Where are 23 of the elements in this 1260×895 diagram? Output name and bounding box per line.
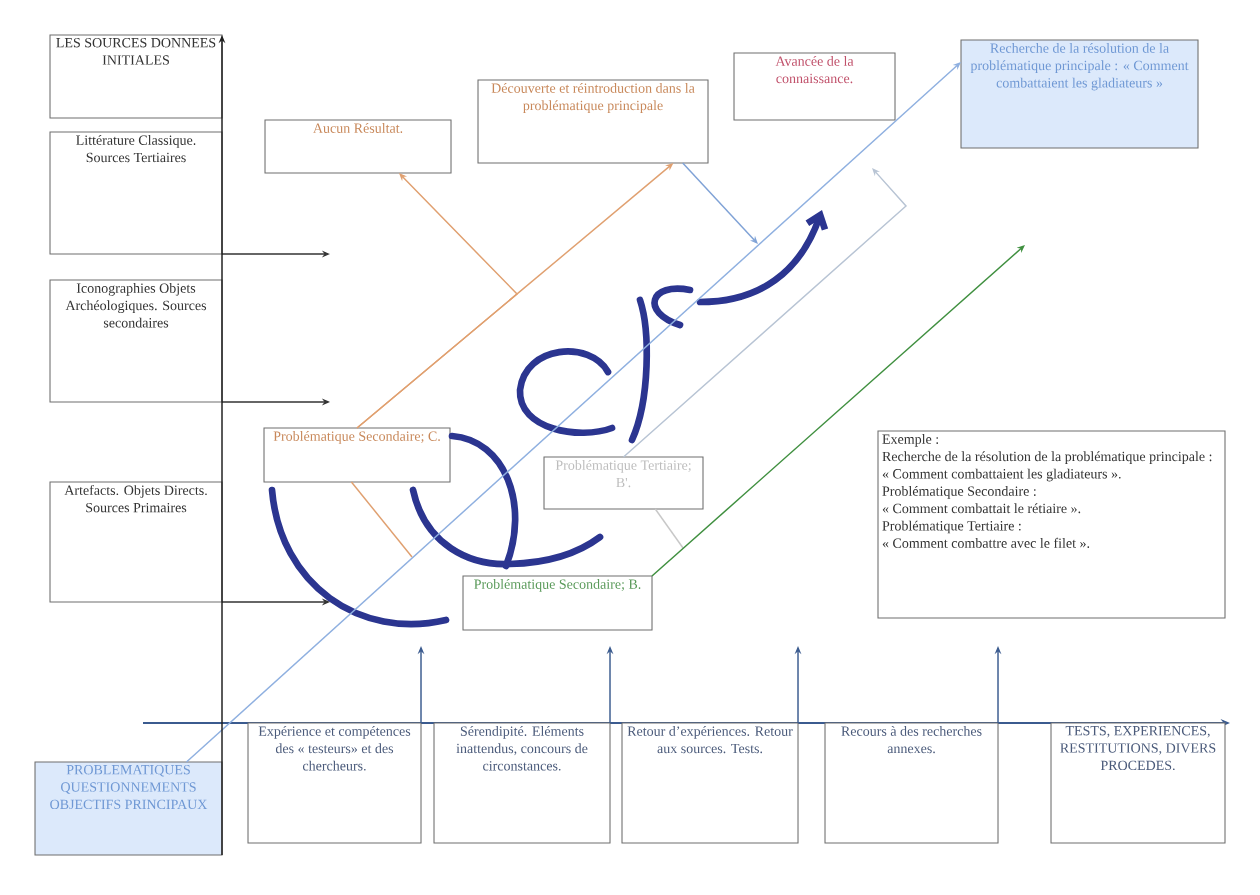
arrow: [681, 162, 758, 244]
arrow: [185, 62, 961, 763]
text-box: Problématique Secondaire; C.: [263, 427, 451, 483]
text-box: Avancée de la connaissance.: [733, 52, 896, 121]
text-box: Problématique Tertiaire; B'.: [543, 456, 704, 510]
arrow: [356, 173, 519, 429]
text-box: Iconographies Objets Archéologiques. Sources secondaires: [49, 279, 223, 403]
text-box: Artefacts. Objets Directs. Sources Primaires: [49, 481, 223, 603]
text-box: Recours à des recherches annexes.: [824, 722, 999, 844]
text-box: Aucun Résultat.: [264, 119, 452, 174]
highlighted-box: PROBLEMATIQUES QUESTIONNEMENTS OBJECTIFS PRINCIPAUX: [34, 761, 223, 856]
text-box: Problématique Secondaire; B.: [462, 575, 653, 631]
text-box: Littérature Classique. Sources Tertiaires: [49, 131, 223, 255]
arrow: [651, 245, 1025, 577]
text-box: Retour d’expériences. Retour aux sources. Tests.: [621, 722, 799, 844]
text-box: LES SOURCES DONNEES INITIALES: [49, 34, 223, 119]
text-box: TESTS, EXPERIENCES, RESTITUTIONS, DIVERS PROCEDES.: [1050, 722, 1226, 844]
arrow: [622, 168, 908, 458]
highlighted-box: Recherche de la résolution de la problématique principale : « Comment combattaient les gladiateurs »: [960, 39, 1199, 149]
text-box: Sérendipité. Eléments inattendus, concours de circonstances.: [433, 722, 611, 844]
example-box: Exemple : Recherche de la résolution de la problématique principale : « Comment combattaient les gladiateurs ». Problématique Secondaire : « Comment combattait le rétiaire ». Problématique Tertiaire : « Comment combattre avec le filet ».: [877, 430, 1226, 619]
text-box: Expérience et compétences des « testeurs» et des chercheurs.: [247, 722, 422, 844]
text-box: Découverte et réintroduction dans la problématique principale: [477, 79, 709, 164]
